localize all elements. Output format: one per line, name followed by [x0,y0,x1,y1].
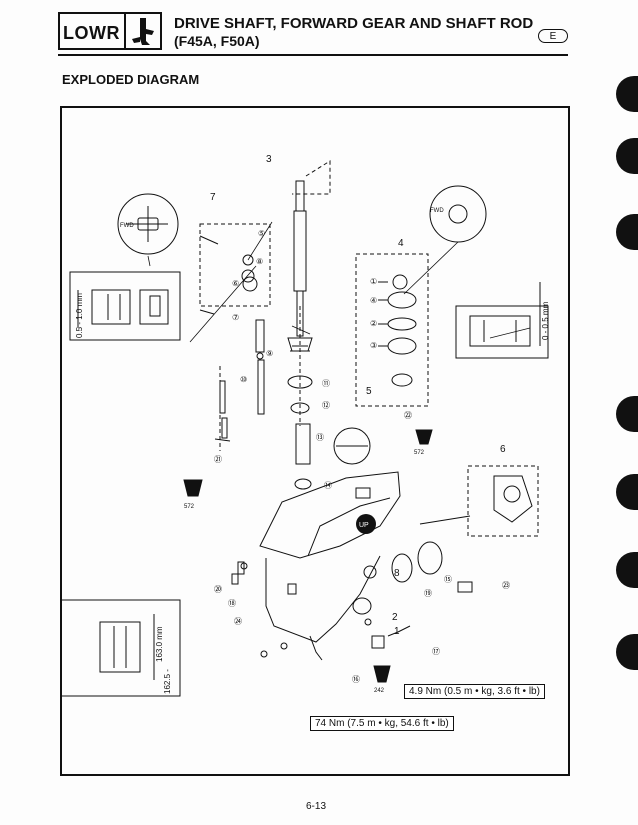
drive-shaft-bearing-parts [287,375,313,490]
callout-5: ⑤ [258,229,265,238]
pinion-parts [231,561,411,658]
callout-22: ㉒ [404,411,412,420]
group-label: 5 [366,386,372,397]
callout-7: ⑦ [232,313,239,322]
sealant-572-label: 572 [414,450,425,456]
callout-3: ③ [370,341,377,350]
torque-spec-2: 74 Nm (7.5 m • kg, 54.6 ft • lb) [310,716,454,731]
gauge-right-label: 0 - 0.5 mm [541,301,550,340]
callout-21: ㉑ [214,455,222,464]
callout-17: ⑰ [432,647,440,656]
shim-gauge-inset-bottom [60,599,181,697]
diagram-frame [60,106,570,776]
drive-shaft [287,180,313,352]
callout-9: ⑨ [266,349,273,358]
group-label: 1 [394,626,400,637]
callout-15: ⑮ [444,575,452,584]
callout-13: ⑬ [316,433,324,442]
header-rule [58,54,568,56]
callout-24: ㉔ [234,617,242,626]
sealant-242-label: 242 [374,688,385,694]
callout-11: ⑪ [322,379,330,388]
fwd-label: FWD [430,208,444,214]
group-label: 3 [266,154,272,165]
binder-tab [616,634,638,670]
torque-spec-1: 4.9 Nm (0.5 m • kg, 3.6 ft • lb) [404,684,545,699]
section-code: LOWR [63,23,120,43]
binder-tab [616,552,638,588]
shim-gauge-inset-right [455,282,549,359]
callout-20: ⑳ [214,585,222,594]
gauge-left-label: 0.5 - 1.0 mm [75,293,84,338]
shim-gauge-inset-left [69,271,181,341]
group-label: 7 [210,192,216,203]
outboard-motor-icon [132,18,154,45]
binder-tab [616,396,638,432]
callout-10: ⑩ [240,375,247,384]
callout-14: ⑭ [324,481,332,490]
section-badge: LOWR [58,12,162,50]
callout-19: ⑲ [424,589,432,598]
page-number: 6-13 [306,801,327,812]
callout-23: ㉓ [502,581,510,590]
callout-4: ④ [370,296,377,305]
lower-case [259,427,401,661]
callout-8: ⑧ [256,257,263,266]
page-subtitle: (F45A, F50A) [174,33,260,49]
shift-rod-assembly [117,193,265,442]
section-title: EXPLODED DIAGRAM [62,72,200,87]
exploded-diagram: 3 7 4 5 6 2 8 1 ① ② ③ ④ ⑤ ⑥ ⑦ ⑧ ⑨ ⑩ ⑪ ⑫ … [60,154,550,697]
callout-2: ② [370,319,377,328]
sealant-tube-icons [183,429,433,683]
page-title: DRIVE SHAFT, FORWARD GEAR AND SHAFT ROD [174,15,534,32]
forward-gear-assembly [378,185,487,387]
group-label: 6 [500,444,506,455]
callout-6: ⑥ [232,279,239,288]
gauge-bottom-label: 162.5 - [163,669,172,694]
callout-1: ① [370,277,377,286]
fwd-label: FWD [120,223,134,229]
group-label: 4 [398,238,404,249]
callout-16: ⑯ [352,675,360,684]
sealant-572-label: 572 [184,504,195,510]
gauge-bottom-label: 163.0 mm [155,626,164,662]
up-label: UP [359,522,369,529]
callout-12: ⑫ [322,401,330,410]
binder-tab [616,76,638,112]
binder-tab [616,474,638,510]
language-badge: E [538,29,568,43]
group-label: 8 [394,568,400,579]
propeller-shaft-housing [363,475,533,593]
group-label: 2 [392,612,398,623]
page-header: LOWR DRIVE SHAFT, FORWARD GEAR AND SHAFT… [58,12,568,50]
callout-18: ⑱ [228,599,236,608]
binder-tab [616,214,638,250]
badge-divider [124,14,126,50]
binder-tab [616,138,638,174]
